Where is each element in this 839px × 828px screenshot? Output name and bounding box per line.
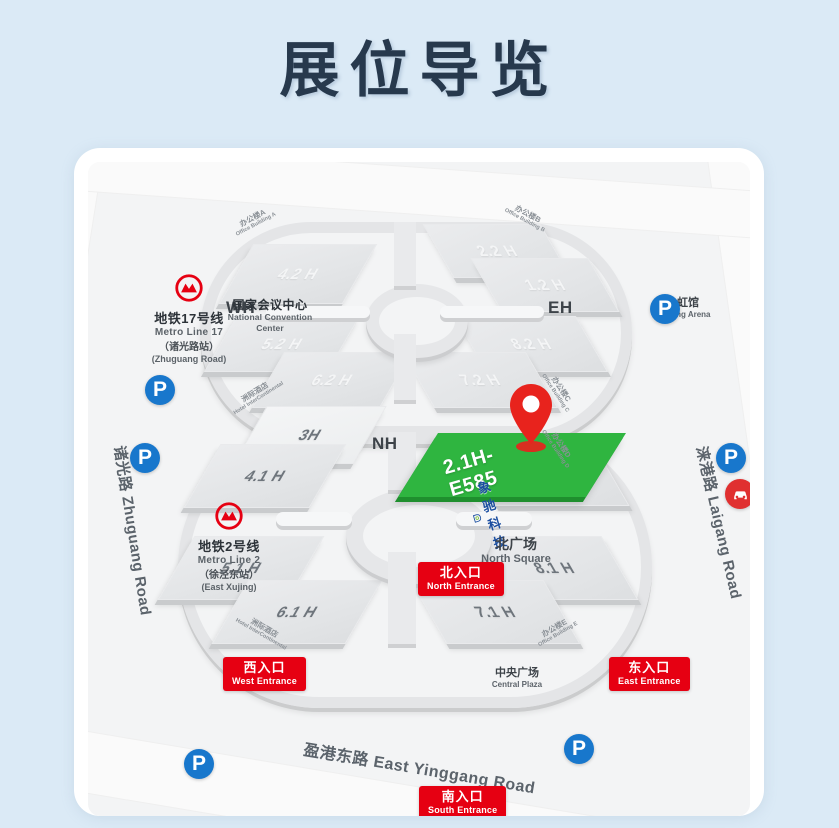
parking-icon-west-lower[interactable]: P [130, 443, 160, 473]
spoke-upper-south [394, 334, 416, 400]
parking-icon-east[interactable]: P [716, 443, 746, 473]
pin-base-shadow [516, 441, 546, 452]
page-title: 展位导览 [279, 38, 560, 104]
parking-icon-south[interactable]: P [184, 749, 214, 779]
connector-wh [266, 306, 370, 318]
spoke-upper-north [394, 222, 416, 286]
parking-icon-west-upper[interactable]: P [145, 375, 175, 405]
plaza-north-square: 北广场 North Square [481, 536, 551, 565]
shanghai-metro-icon [215, 502, 243, 530]
perimeter-corridor-upper [200, 222, 632, 444]
entrance-east[interactable]: 东入口 East Entrance [609, 657, 690, 692]
connector-eh [440, 306, 544, 318]
car-icon [733, 490, 747, 499]
parking-icon-south-east[interactable]: P [564, 734, 594, 764]
entrance-south[interactable]: 南入口 South Entrance [419, 786, 507, 816]
map-canvas[interactable]: 诸光路 Zhuguang Road 涞港路 Laigang Road 盈港东路 … [88, 162, 750, 816]
map-card: 诸光路 Zhuguang Road 涞港路 Laigang Road 盈港东路 … [74, 148, 764, 816]
upper-ring-corridor [366, 284, 468, 358]
dropoff-car-icon[interactable] [725, 479, 750, 509]
metro-line-2: 地铁2号线 Metro Line 2 （徐泾东站） (East Xujing) [174, 502, 284, 594]
hall-code-eh[interactable]: EH [548, 298, 573, 317]
hall-code-wh[interactable]: WH [226, 298, 256, 317]
entrance-west[interactable]: 西入口 West Entrance [223, 657, 306, 692]
exhibitor-mark-icon [472, 514, 482, 523]
hall-code-nh[interactable]: NH [372, 434, 398, 453]
exhibitor-logo: 象驰科技 [462, 472, 520, 556]
parking-icon-north-east[interactable]: P [650, 294, 680, 324]
spoke-lower-south [388, 552, 416, 644]
plaza-central: 中央广场 Central Plaza [491, 667, 543, 690]
spoke-lower-west [276, 512, 352, 526]
location-pin-icon[interactable] [508, 383, 554, 445]
shanghai-metro-icon [175, 274, 203, 302]
venue-site-plan[interactable]: 4.2 H 2.2 H 1.2 H 5.2 H 6.2 H 8.2 H [116, 188, 716, 748]
metro-line-17: 地铁17号线 Metro Line 17 （诸光路站） (Zhuguang Ro… [130, 274, 248, 366]
road-zhuguang [88, 162, 106, 816]
entrance-north[interactable]: 北入口 North Entrance [418, 562, 504, 597]
venue-name-label: 国家会议中心 National Convention Center [227, 298, 313, 333]
arena-label: 虹馆 Hong Arena [665, 297, 711, 320]
